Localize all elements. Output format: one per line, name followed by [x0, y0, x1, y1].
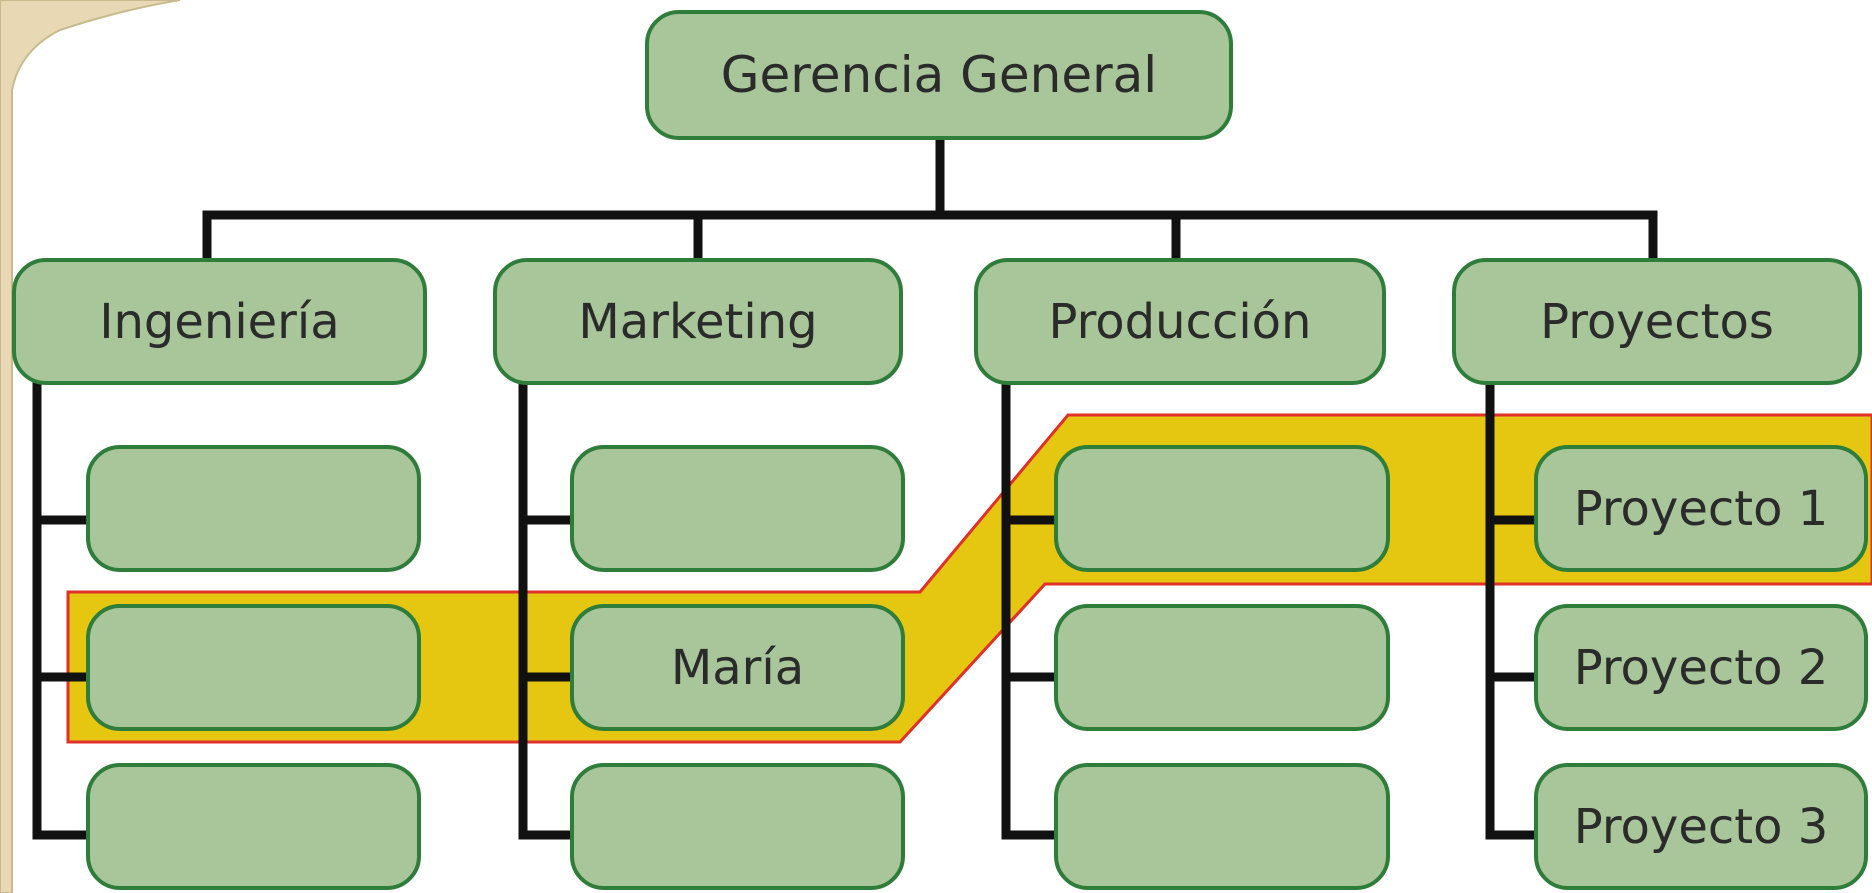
- root-node: Gerencia General: [645, 10, 1233, 140]
- marketing-child-node: [570, 763, 905, 890]
- department-node-proyectos: Proyectos: [1452, 258, 1862, 385]
- child-node-label: Proyecto 1: [1573, 480, 1829, 537]
- corner-decoration: [0, 0, 181, 893]
- department-node-ingenieria: Ingeniería: [12, 258, 427, 385]
- proyectos-child-node: Proyecto 2: [1534, 604, 1868, 731]
- proyectos-child-node: Proyecto 1: [1534, 445, 1868, 572]
- root-node-label: Gerencia General: [720, 46, 1158, 104]
- produccion-child-node: [1054, 604, 1390, 731]
- department-node-label: Producción: [1048, 293, 1312, 350]
- marketing-child-node-maria: María: [570, 604, 905, 731]
- department-node-label: Marketing: [578, 293, 818, 350]
- produccion-child-node: [1054, 445, 1390, 572]
- ingenieria-child-node: [86, 445, 421, 572]
- department-node-produccion: Producción: [974, 258, 1386, 385]
- child-node-label: Proyecto 2: [1573, 639, 1829, 696]
- marketing-child-node: [570, 445, 905, 572]
- department-node-label: Ingeniería: [99, 293, 340, 350]
- department-node-label: Proyectos: [1540, 293, 1774, 350]
- child-node-label: Proyecto 3: [1573, 798, 1829, 855]
- department-node-marketing: Marketing: [493, 258, 903, 385]
- ingenieria-child-node: [86, 604, 421, 731]
- produccion-child-node: [1054, 763, 1390, 890]
- child-node-label: María: [670, 639, 805, 696]
- ingenieria-child-node: [86, 763, 421, 890]
- proyectos-child-node: Proyecto 3: [1534, 763, 1868, 890]
